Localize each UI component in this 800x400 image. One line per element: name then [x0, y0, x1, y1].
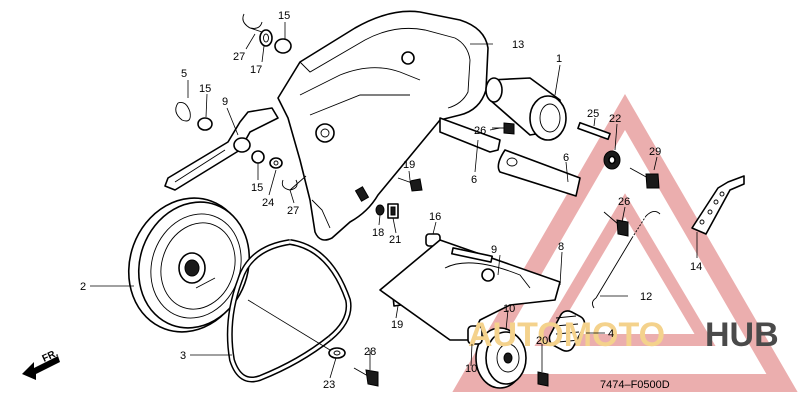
belt-cover: [277, 10, 489, 241]
pulley: [127, 197, 251, 333]
callout-labels: 15 27 17 13 1 5 15 9 25 22 26 29 6 19 6 …: [80, 10, 702, 391]
callout-26b: 26: [618, 196, 630, 208]
watermark-text: AUTOMOTO HUB: [468, 316, 779, 354]
callout-12: 12: [640, 291, 652, 303]
callout-20: 21: [389, 234, 401, 246]
callout-27a: 27: [233, 51, 245, 63]
callout-8: 9: [491, 244, 497, 256]
callout-28: 28: [364, 346, 376, 358]
callout-22: 22: [609, 113, 621, 125]
callout-16: 18: [372, 227, 384, 239]
brackets: [439, 117, 581, 197]
callout-27b: 27: [287, 205, 299, 217]
long-spring: [591, 211, 661, 309]
callout-6b: 6: [471, 174, 477, 186]
callout-25: 25: [587, 108, 599, 120]
callout-21: 17: [250, 64, 262, 76]
callout-18: 19: [403, 159, 415, 171]
coil-spring: [548, 310, 586, 352]
small-parts: [375, 203, 399, 219]
callout-19: 20: [536, 335, 548, 347]
callout-10: 10: [465, 363, 477, 375]
callout-5: 5: [181, 68, 187, 80]
callout-15a: 15: [278, 10, 290, 22]
callout-26a: 26: [474, 125, 486, 137]
callout-6a: 6: [563, 152, 569, 164]
v-belt: [226, 239, 352, 383]
link-plate: [691, 175, 745, 235]
leader-lines: [90, 22, 698, 379]
tension-arm: [164, 107, 279, 191]
callout-14: 13: [512, 39, 524, 51]
callout-29: 29: [649, 146, 661, 158]
diagram-code: 7474–F0500D: [600, 379, 670, 391]
pin-washer: [577, 121, 621, 170]
callout-3: 3: [180, 350, 186, 362]
callout-9: 9: [222, 96, 228, 108]
callout-24: 24: [262, 197, 274, 209]
callout-13: 14: [690, 261, 702, 273]
idler-pulley: [467, 325, 549, 389]
callout-2: 2: [80, 281, 86, 293]
idler-bracket: [379, 239, 561, 341]
callout-17: 19: [391, 319, 403, 331]
watermark-triangle: [452, 94, 798, 392]
watermark-brand-dark: HUB: [705, 316, 779, 354]
callout-23: 23: [323, 379, 335, 391]
callout-15c: 15: [251, 182, 263, 194]
front-direction-arrow: FR.: [22, 348, 60, 380]
shaft-tube: [485, 77, 567, 141]
watermark-brand-light: AUTOMOTO: [468, 316, 665, 354]
callout-15b: 15: [199, 83, 211, 95]
washers-collars: [197, 29, 441, 359]
callout-11: 10: [503, 303, 515, 315]
callout-15d: 16: [429, 211, 441, 223]
callout-4: 4: [608, 328, 614, 340]
callout-1: 1: [556, 53, 562, 65]
callout-7: 8: [558, 241, 564, 253]
